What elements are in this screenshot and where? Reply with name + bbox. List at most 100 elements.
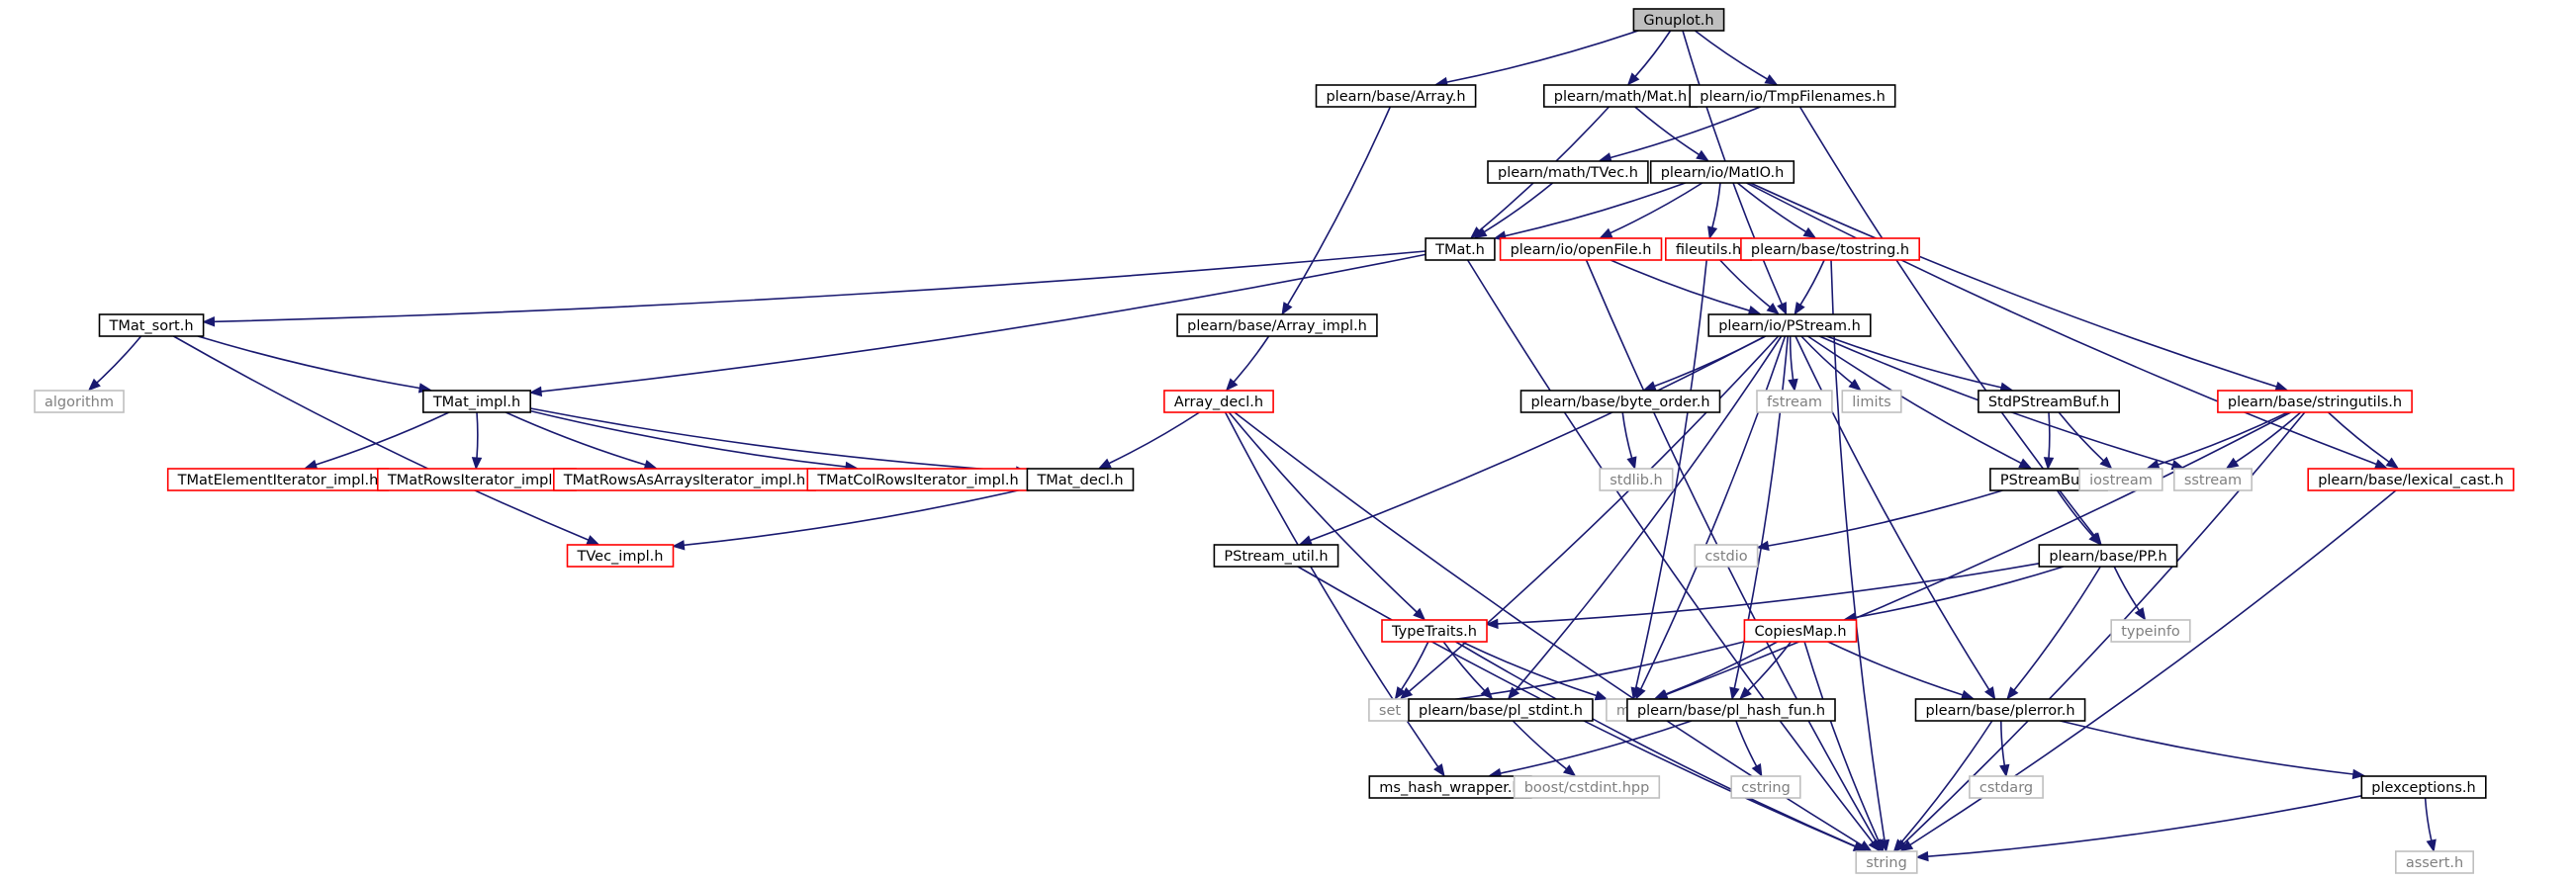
arrowhead-tmatimpl-to-tmatrowsasarrays: [643, 459, 658, 470]
node-arrayimpl[interactable]: plearn/base/Array_impl.h: [1176, 313, 1378, 337]
node-algorithm: algorithm: [34, 390, 125, 413]
edge-tostring-to-string: [1830, 259, 1886, 841]
edge-copiesmap-to-plerror: [1827, 641, 1964, 696]
node-label-plerror: plearn/base/plerror.h: [1925, 703, 2074, 719]
node-tmatrowsiter[interactable]: TMatRowsIterator_impl.h: [376, 468, 577, 491]
node-label-matio: plearn/io/MatIO.h: [1661, 165, 1785, 181]
node-tmatsort[interactable]: TMat_sort.h: [98, 313, 205, 337]
edge-gnuplot-to-tmpfilenames: [1694, 30, 1768, 80]
node-tvec[interactable]: plearn/math/TVec.h: [1487, 160, 1649, 184]
node-box-tmatdecl: [1026, 468, 1135, 491]
node-label-byteorder: plearn/base/byte_order.h: [1530, 395, 1709, 410]
arrowhead-mat-to-matio: [1696, 149, 1709, 162]
arrowhead-plstdint-to-boostcstdint: [1562, 764, 1577, 777]
node-label-iostream: iostream: [2089, 473, 2153, 488]
node-box-cstdio: [1694, 544, 1759, 568]
node-plerror[interactable]: plearn/base/plerror.h: [1914, 698, 2086, 722]
node-label-cstdio: cstdio: [1704, 549, 1747, 565]
arrowhead-arraydecl-to-typetraits: [1413, 607, 1426, 621]
node-pstreambuf[interactable]: PStreamBuf.h: [1989, 468, 2108, 491]
edge-stringutils-to-lexicalcast: [2327, 411, 2390, 463]
node-tmatcolrows[interactable]: TMatColRowsIterator_impl.h: [806, 468, 1030, 491]
edge-pstream-to-pstreambuf: [1807, 335, 2022, 465]
edge-tmatsort-to-tmatimpl: [197, 335, 420, 390]
edge-typetraits-to-plstdint: [1442, 641, 1486, 692]
node-cstdarg: cstdarg: [1969, 775, 2044, 799]
node-label-openfile: plearn/io/openFile.h: [1511, 242, 1652, 258]
node-label-string: string: [1866, 855, 1907, 871]
node-plstdint[interactable]: plearn/base/pl_stdint.h: [1408, 698, 1594, 722]
node-box-cstring: [1730, 775, 1801, 799]
node-pstreamutil[interactable]: PStream_util.h: [1213, 544, 1339, 568]
edge-copiesmap-to-set: [1421, 641, 1745, 705]
edge-arrayimpl-to-arraydecl: [1233, 335, 1270, 383]
arrowhead-copiesmap-to-plhashfun: [1739, 686, 1752, 700]
node-copiesmap[interactable]: CopiesMap.h: [1743, 619, 1858, 643]
edge-copiesmap-to-plhashfun: [1747, 641, 1793, 692]
node-label-tmatsort: TMat_sort.h: [108, 318, 193, 334]
node-box-typeinfo: [2110, 619, 2191, 643]
node-box-fstream: [1756, 390, 1833, 413]
node-pstream[interactable]: plearn/io/PStream.h: [1707, 313, 1872, 337]
node-typetraits[interactable]: TypeTraits.h: [1381, 619, 1488, 643]
arrowhead-gnuplot-to-mat: [1626, 72, 1640, 86]
node-label-arraydecl: Array_decl.h: [1174, 395, 1263, 410]
node-string: string: [1855, 850, 1918, 874]
edge-pp-to-plerror: [2013, 566, 2101, 691]
node-byteorder[interactable]: plearn/base/byte_order.h: [1519, 390, 1721, 413]
node-tmatrowsasarrays[interactable]: TMatRowsAsArraysIterator_impl.h: [552, 468, 816, 491]
edge-tmatdecl-to-tvecimpl: [684, 487, 1028, 547]
arrowhead-plexceptions-to-asserth: [2426, 838, 2437, 853]
node-tmatimpl[interactable]: TMat_impl.h: [421, 390, 531, 413]
edge-matio-to-stringutils: [1750, 182, 2277, 388]
node-tvecimpl[interactable]: TVec_impl.h: [566, 544, 675, 568]
edge-tmatimpl-to-tmatelemiter: [315, 411, 450, 466]
node-label-tmatrowsasarrays: TMatRowsAsArraysIterator_impl.h: [563, 473, 805, 488]
node-openfile[interactable]: plearn/io/openFile.h: [1499, 237, 1663, 261]
arrowhead-pp-to-plerror: [2006, 686, 2019, 700]
node-mat[interactable]: plearn/math/Mat.h: [1543, 84, 1699, 108]
edge-tmatsort-to-tvecimpl: [173, 335, 590, 541]
node-box-gnuplot: [1632, 8, 1725, 32]
node-box-limits: [1841, 390, 1902, 413]
node-label-lexicalcast: plearn/base/lexical_cast.h: [2318, 473, 2504, 488]
node-label-mat: plearn/math/Mat.h: [1554, 89, 1687, 105]
node-arraydecl[interactable]: Array_decl.h: [1163, 390, 1274, 413]
node-box-algorithm: [34, 390, 125, 413]
node-box-copiesmap: [1743, 619, 1858, 643]
node-tmatelemiter[interactable]: TMatElementIterator_impl.h: [166, 468, 390, 491]
node-stdpstreambuf[interactable]: StdPStreamBuf.h: [1978, 390, 2121, 413]
node-pp[interactable]: plearn/base/PP.h: [2038, 544, 2178, 568]
arrowhead-plerror-to-plexceptions: [2351, 768, 2366, 780]
node-plhashfun[interactable]: plearn/base/pl_hash_fun.h: [1626, 698, 1836, 722]
node-stdlib: stdlib.h: [1599, 468, 1674, 491]
arrowhead-pstream-to-plhashfun: [1729, 686, 1740, 701]
node-lexicalcast[interactable]: plearn/base/lexical_cast.h: [2307, 468, 2515, 491]
node-stringutils[interactable]: plearn/base/stringutils.h: [2217, 390, 2413, 413]
edge-typetraits-to-map: [1461, 641, 1597, 697]
edge-gnuplot-to-array: [1446, 30, 1639, 83]
node-fileutils[interactable]: fileutils.h: [1665, 237, 1753, 261]
node-plexceptions[interactable]: plexceptions.h: [2360, 775, 2487, 799]
node-tmpfilenames[interactable]: plearn/io/TmpFilenames.h: [1689, 84, 1896, 108]
node-mshash[interactable]: ms_hash_wrapper.h: [1368, 775, 1532, 799]
edge-typetraits-to-string: [1455, 641, 1857, 847]
edge-pstreambuf-to-cstdio: [1768, 489, 2003, 547]
node-box-plerror: [1914, 698, 2086, 722]
node-label-cstdarg: cstdarg: [1979, 780, 2033, 796]
node-tmat[interactable]: TMat.h: [1425, 237, 1496, 261]
node-tostring[interactable]: plearn/base/tostring.h: [1740, 237, 1921, 261]
node-box-tostring: [1740, 237, 1921, 261]
edge-plerror-to-string: [1900, 720, 1993, 843]
node-iostream: iostream: [2078, 468, 2163, 491]
node-array[interactable]: plearn/base/Array.h: [1315, 84, 1477, 108]
arrowhead-array-to-arrayimpl: [1281, 302, 1293, 315]
edge-pstreambuf-to-pp: [2056, 489, 2094, 537]
node-fstream: fstream: [1756, 390, 1833, 413]
edge-tmat-to-string: [1466, 259, 1874, 843]
node-box-plstdint: [1408, 698, 1594, 722]
node-matio[interactable]: plearn/io/MatIO.h: [1649, 160, 1795, 184]
node-gnuplot[interactable]: Gnuplot.h: [1632, 8, 1725, 32]
node-tmatdecl[interactable]: TMat_decl.h: [1026, 468, 1135, 491]
